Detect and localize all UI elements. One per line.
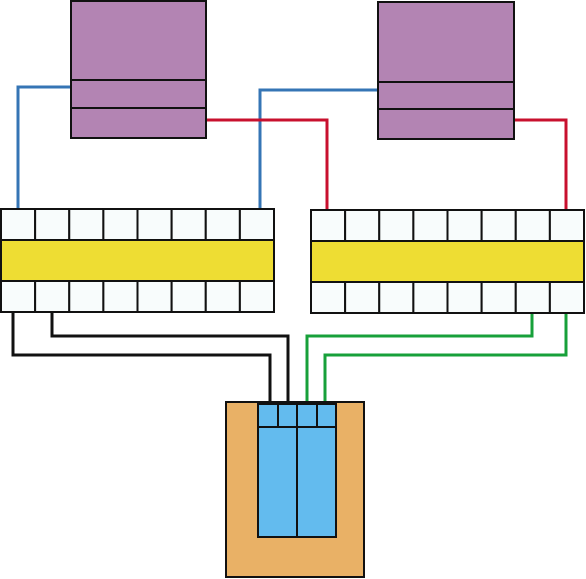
module-left-body [71, 1, 206, 138]
wire-green-outer [325, 312, 566, 404]
terminal-top-cell [550, 210, 584, 241]
module-left [71, 1, 206, 138]
terminal-bottom-cell [240, 281, 274, 312]
wire-black-inner [52, 312, 288, 404]
terminal-bottom-cell [516, 282, 550, 313]
terminal-bottom-cell [138, 281, 172, 312]
terminal-top-cell [206, 209, 240, 240]
terminal-bottom-cell [1, 281, 35, 312]
terminal-bottom-cell [35, 281, 69, 312]
wire-green-inner [307, 312, 532, 404]
terminal-bottom-cell [311, 282, 345, 313]
wire-blue-left [18, 87, 71, 210]
connector-base [226, 402, 364, 577]
terminal-top-cell [35, 209, 69, 240]
wire-red-left [206, 120, 327, 211]
terminal-top-cell [379, 210, 413, 241]
terminal-top-cell [345, 210, 379, 241]
wire-blue-right [260, 90, 378, 210]
terminal-top-cell [516, 210, 550, 241]
terminal-top-cell [482, 210, 516, 241]
terminal-top-cell [138, 209, 172, 240]
terminal-bottom-cell [103, 281, 137, 312]
terminal-block-right [311, 210, 584, 313]
terminal-top-cell [413, 210, 447, 241]
terminal-top-cell [448, 210, 482, 241]
terminal-band [1, 240, 274, 281]
terminal-bottom-cell [172, 281, 206, 312]
terminal-bottom-cell [482, 282, 516, 313]
terminal-top-cell [103, 209, 137, 240]
terminal-bottom-cell [379, 282, 413, 313]
terminal-bottom-cell [206, 281, 240, 312]
terminal-bottom-cell [448, 282, 482, 313]
module-right [378, 2, 514, 139]
terminal-top-cell [172, 209, 206, 240]
terminal-band [311, 241, 584, 282]
terminal-block-left [1, 209, 274, 312]
terminal-top-cell [1, 209, 35, 240]
terminal-bottom-cell [345, 282, 379, 313]
terminal-top-cell [69, 209, 103, 240]
terminal-top-cell [311, 210, 345, 241]
wire-red-right [514, 120, 566, 211]
terminal-bottom-cell [550, 282, 584, 313]
terminal-bottom-cell [413, 282, 447, 313]
module-right-body [378, 2, 514, 139]
terminal-top-cell [240, 209, 274, 240]
terminal-bottom-cell [69, 281, 103, 312]
